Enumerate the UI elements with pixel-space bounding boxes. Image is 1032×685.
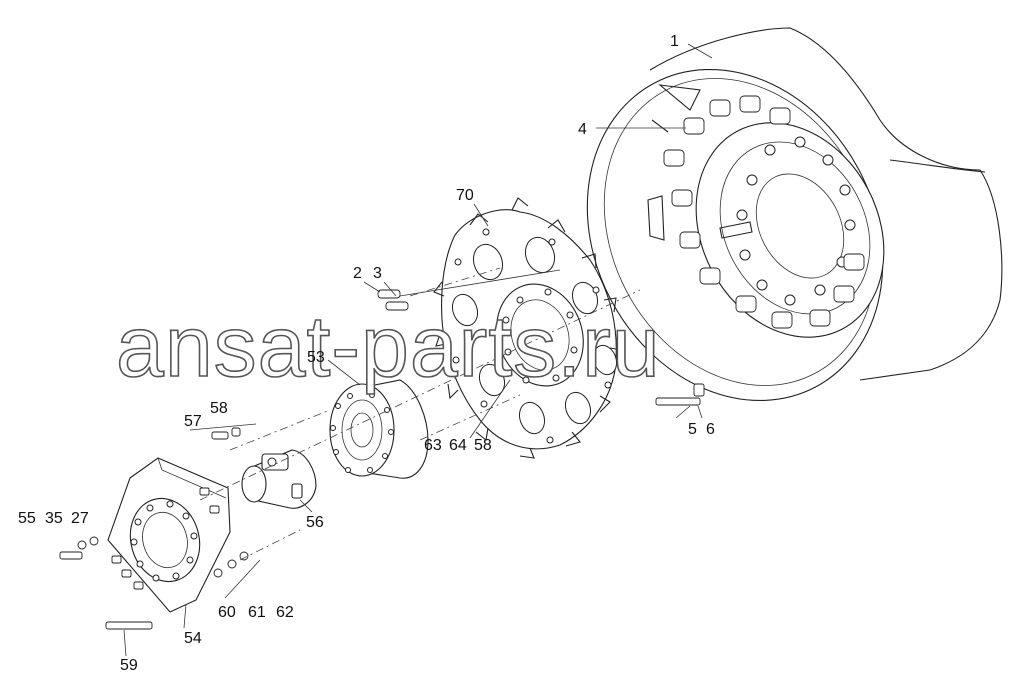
callout-57: 57	[184, 413, 202, 430]
track-wheel-assembly	[586, 27, 1003, 402]
fasteners	[59, 289, 705, 630]
callout-4: 4	[578, 121, 587, 138]
callout-55: 55	[18, 510, 36, 527]
mounting-bracket	[107, 457, 231, 613]
callout-60: 60	[218, 604, 236, 621]
callout-2: 2	[353, 265, 362, 282]
callout-56: 56	[306, 514, 324, 531]
sprocket	[433, 197, 623, 459]
hydraulic-motor	[241, 449, 317, 509]
callout-35: 35	[45, 510, 63, 527]
hub-bolt-ring	[736, 136, 856, 306]
callout-3: 3	[373, 265, 382, 282]
watermark-text: ansat-parts.ru	[116, 299, 661, 395]
callout-58-lower: 58	[474, 437, 492, 454]
callout-62: 62	[276, 604, 294, 621]
assembly-axis-lines	[189, 267, 641, 599]
leader-lines	[123, 43, 713, 657]
callout-27: 27	[71, 510, 89, 527]
callout-64: 64	[449, 437, 467, 454]
callout-63: 63	[424, 437, 442, 454]
callout-53: 53	[307, 349, 325, 366]
callout-6: 6	[706, 421, 715, 438]
final-drive-hub	[329, 379, 429, 479]
callout-1: 1	[670, 33, 679, 50]
callout-54: 54	[184, 630, 202, 647]
callout-61: 61	[248, 604, 266, 621]
callout-58-upper: 58	[210, 400, 228, 417]
rim-bolt-studs	[663, 95, 865, 329]
callout-59: 59	[120, 657, 138, 674]
callout-5: 5	[688, 421, 697, 438]
callout-70: 70	[456, 187, 474, 204]
callout-labels: 1 4 70 2 3 53 57 58 63 64 58 5 6 56 55 3…	[18, 33, 715, 674]
